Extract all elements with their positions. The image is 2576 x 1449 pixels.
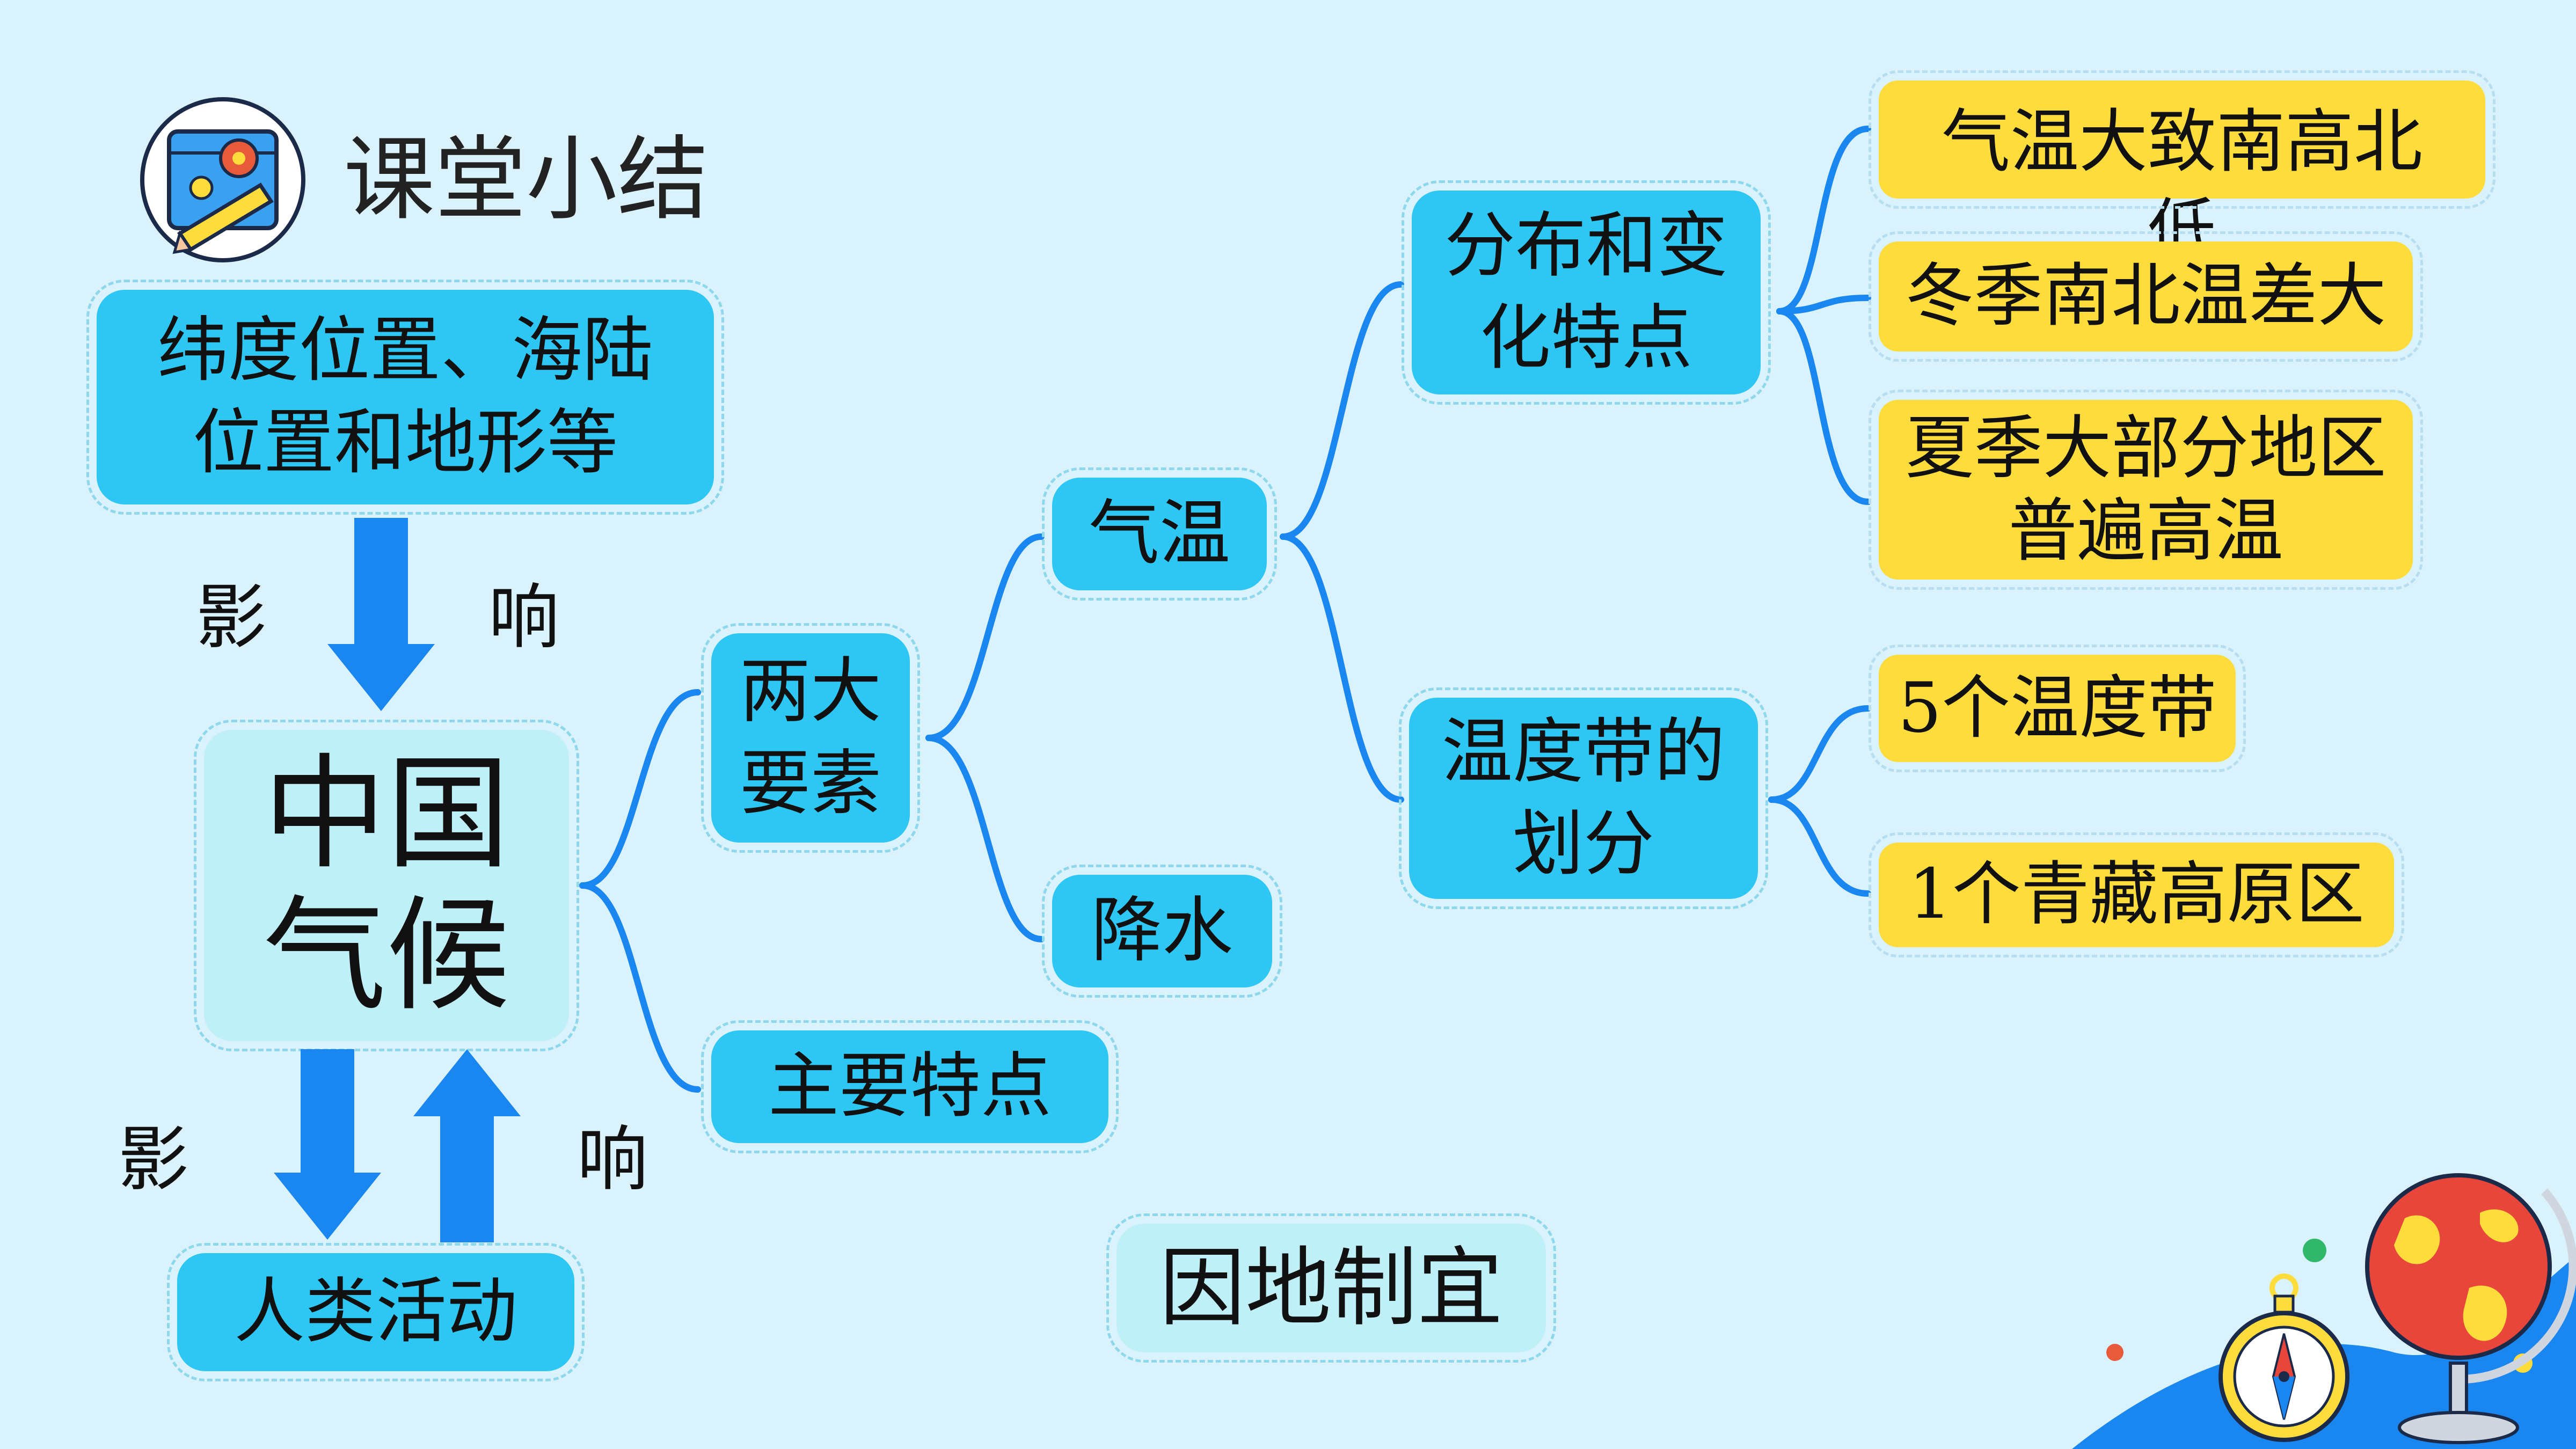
node-leaf1-label: 气温大致南高北低 <box>1941 102 2422 272</box>
node-two-elements-label: 两大 要素 <box>740 650 881 825</box>
label-influence-bottom-left: 影 <box>118 1118 189 1201</box>
connector-distribution-leaf3 <box>1776 308 1871 505</box>
node-main-features: 主要特点 <box>701 1020 1119 1153</box>
node-main-features-label: 主要特点 <box>768 1045 1052 1128</box>
arrow-down-icon <box>274 1049 381 1240</box>
connector-temperature-distribution <box>1280 281 1404 540</box>
connector-zones-leaf4 <box>1768 705 1871 803</box>
node-core-label: 中国 气候 <box>262 742 510 1028</box>
connector-distribution-leaf1 <box>1776 126 1871 314</box>
node-leaf4-label: 5个温度带 <box>1898 668 2217 748</box>
label-influence-top-left: 影 <box>196 576 267 659</box>
label-influence-bottom-right: 响 <box>577 1118 648 1201</box>
connector-core-elements <box>579 689 701 889</box>
node-two-elements: 两大 要素 <box>701 623 920 853</box>
node-adapt-locally: 因地制宜 <box>1106 1213 1556 1363</box>
compass-icon <box>2219 1274 2349 1442</box>
node-leaf5-label: 1个青藏高原区 <box>1908 854 2365 935</box>
node-leaf-plateau-zone: 1个青藏高原区 <box>1869 832 2404 957</box>
node-human-activity-label: 人类活动 <box>234 1270 517 1353</box>
node-temperature-zones-label: 温度带的 划分 <box>1442 710 1725 885</box>
map-gear-pencil-icon <box>140 97 305 262</box>
connector-temperature-zones <box>1280 533 1404 803</box>
node-temperature: 气温 <box>1042 467 1277 601</box>
connector-elements-precipitation <box>925 735 1045 942</box>
label-influence-top-right: 响 <box>488 576 559 659</box>
node-core: 中国 气候 <box>194 720 579 1051</box>
arrow-up-icon <box>413 1049 521 1242</box>
arrow-down-icon <box>327 518 435 711</box>
node-leaf3-label: 夏季大部分地区 普遍高温 <box>1905 408 2387 571</box>
node-distribution-label: 分布和变 化特点 <box>1444 204 1728 379</box>
node-temperature-label: 气温 <box>1089 492 1230 575</box>
page-title: 课堂小结 <box>344 127 709 233</box>
node-precipitation-label: 降水 <box>1091 889 1233 972</box>
connector-core-features <box>579 882 701 1093</box>
connector-distribution-leaf2 <box>1776 295 1871 314</box>
node-adapt-locally-label: 因地制宜 <box>1159 1238 1503 1338</box>
node-leaf-winter-gap: 冬季南北温差大 <box>1869 231 2423 362</box>
node-distribution: 分布和变 化特点 <box>1402 180 1771 405</box>
node-leaf-south-high-north-low: 气温大致南高北低 <box>1869 70 2495 271</box>
connector-zones-leaf5 <box>1768 796 1871 897</box>
node-precipitation: 降水 <box>1042 865 1282 998</box>
connector-elements-temperature <box>925 533 1045 741</box>
node-human-activity: 人类活动 <box>167 1243 585 1381</box>
node-temperature-zones: 温度带的 划分 <box>1399 687 1768 909</box>
node-factors-label: 纬度位置、海陆 位置和地形等 <box>157 309 653 484</box>
node-leaf2-label: 冬季南北温差大 <box>1905 256 2387 336</box>
node-leaf-five-zones: 5个温度带 <box>1869 645 2246 772</box>
node-leaf-summer-high: 夏季大部分地区 普遍高温 <box>1869 390 2423 590</box>
node-factors: 纬度位置、海陆 位置和地形等 <box>86 280 724 515</box>
